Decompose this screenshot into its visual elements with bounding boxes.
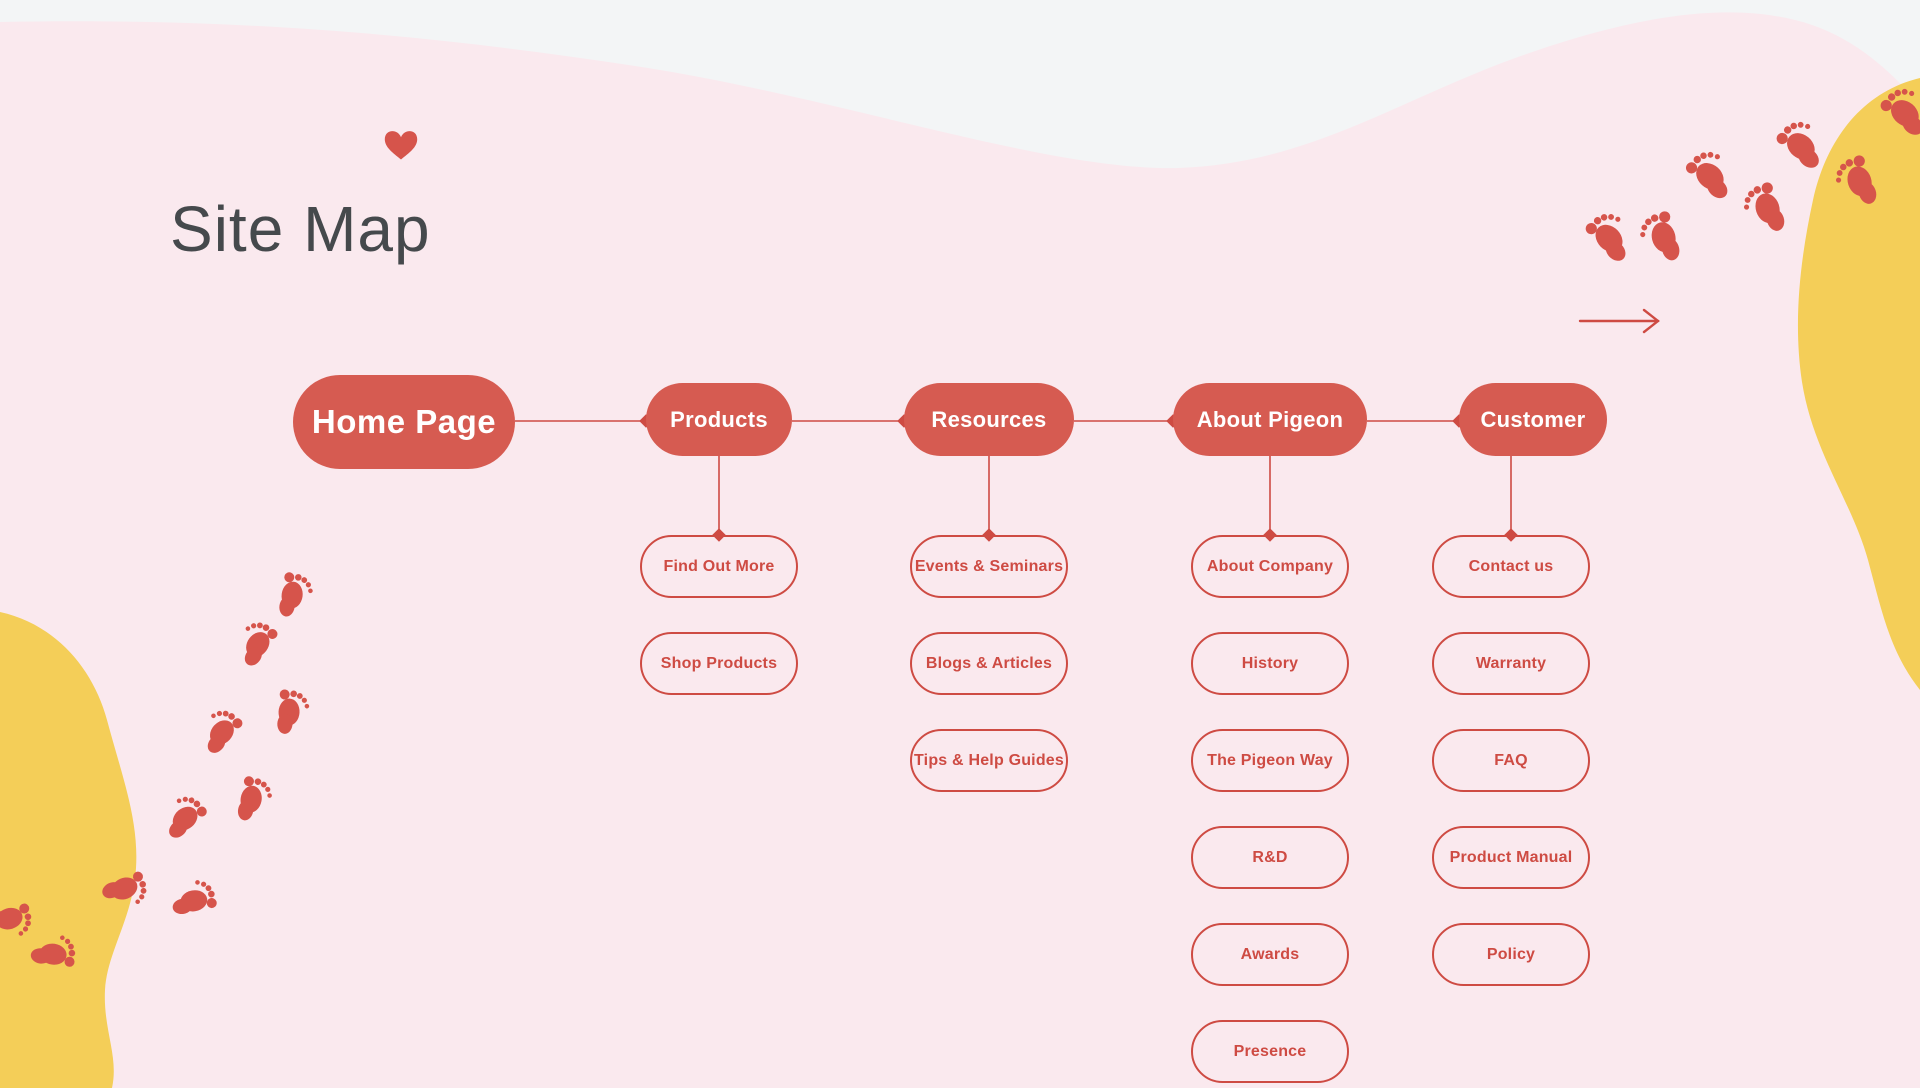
footprint-icon [156,790,210,846]
footprint-icon [271,569,317,624]
node-branch-3-child-4[interactable]: Policy [1432,923,1590,986]
node-branch-0[interactable]: Products [646,383,792,456]
footprint-icon [194,704,245,761]
footprint-icon [164,875,220,923]
footprint-icon [1737,179,1795,242]
node-branch-0-child-1[interactable]: Shop Products [640,632,798,695]
page-title: Site Map [170,193,431,265]
node-branch-2-child-5[interactable]: Presence [1191,1020,1349,1083]
footprint-icon [1582,206,1641,270]
footprint-icon [229,773,277,829]
footprint-icon [269,687,313,740]
footprint-icon [231,616,280,673]
node-branch-3-child-1[interactable]: Warranty [1432,632,1590,695]
node-branch-2-child-1[interactable]: History [1191,632,1349,695]
node-branch-1-child-0[interactable]: Events & Seminars [910,535,1068,598]
node-home-page[interactable]: Home Page [293,375,515,469]
node-branch-2-child-0[interactable]: About Company [1191,535,1349,598]
yellow-blob-left [0,612,137,1088]
node-branch-2[interactable]: About Pigeon [1173,383,1367,456]
arrow-right-icon [1578,308,1660,334]
node-branch-3[interactable]: Customer [1459,383,1607,456]
node-branch-1-child-2[interactable]: Tips & Help Guides [910,729,1068,792]
footprint-icon [1682,144,1742,208]
yellow-blob-right [1797,78,1920,690]
node-branch-3-child-0[interactable]: Contact us [1432,535,1590,598]
node-branch-2-child-4[interactable]: Awards [1191,923,1349,986]
node-branch-1-child-1[interactable]: Blogs & Articles [910,632,1068,695]
node-branch-3-child-2[interactable]: FAQ [1432,729,1590,792]
node-branch-1[interactable]: Resources [904,383,1074,456]
node-branch-3-child-3[interactable]: Product Manual [1432,826,1590,889]
node-branch-0-child-0[interactable]: Find Out More [640,535,798,598]
top-wave-shape [0,0,1920,169]
footprint-icon [1634,208,1690,271]
node-branch-2-child-3[interactable]: R&D [1191,826,1349,889]
heart-icon [384,131,418,160]
node-branch-2-child-2[interactable]: The Pigeon Way [1191,729,1349,792]
